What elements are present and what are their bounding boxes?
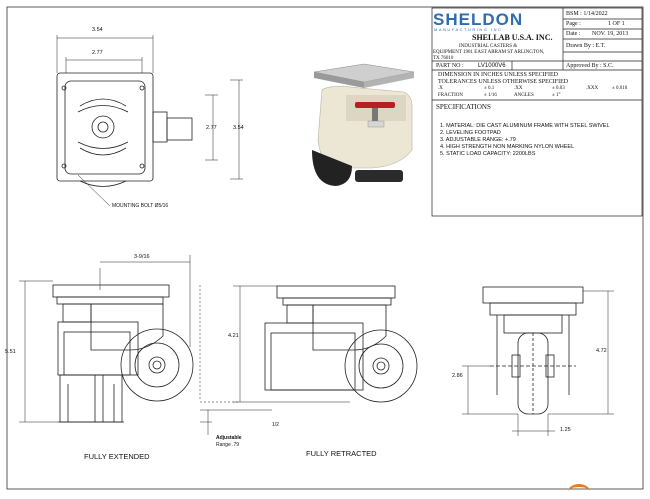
dim-top-hole-span: 2.77 (92, 50, 103, 56)
brand-subtitle: MANUFACTURING INC. (434, 27, 505, 32)
dim-retract-gap: 1/2 (272, 422, 279, 428)
dimension-note: DIMENSION IN INCHES UNLESS SPECIFIED (438, 72, 559, 78)
top-view (56, 35, 193, 187)
company-name: SHELLAB U.S.A. INC. (472, 33, 553, 42)
retracted-view (264, 285, 418, 403)
dim-adjustable-label: Adjustable (216, 435, 242, 441)
tol-x-value: ± 0.1 (484, 86, 495, 91)
part-number: LV1000V6 (478, 63, 506, 69)
dim-side-offset: 3-9/16 (134, 254, 150, 260)
approved-by: Approved By : S.C. (566, 63, 614, 69)
extended-dims (19, 255, 201, 423)
corner-swoosh-icon (568, 484, 590, 499)
tol-xxx-value: ± 0.010 (612, 86, 628, 91)
dim-retracted-height: 4.21 (228, 333, 239, 339)
dim-top-right-height: 3.54 (233, 125, 244, 131)
tol-fraction-label: FRACTION (438, 93, 464, 98)
tol-fraction-value: ± 1/16 (484, 93, 497, 98)
tol-xxx-label: .XXX (586, 86, 599, 91)
extended-view (52, 284, 194, 423)
dim-adjustable-range: Range .79 (216, 442, 240, 448)
dim-top-right-hole: 2.77 (206, 125, 217, 131)
dim-front-axle: 2.86 (452, 373, 463, 379)
page-value: 1 OF 1 (608, 21, 625, 27)
bsm-date: BSM : 1/14/2022 (566, 11, 608, 17)
retracted-dims (200, 285, 350, 435)
dim-front-wheel-width: 1.25 (560, 427, 571, 433)
brand-logo: SHELDON (433, 10, 524, 29)
top-view-dims (57, 37, 243, 207)
date-value: NOV. 19, 2013 (592, 31, 629, 37)
tol-angles-value: ± 1° (552, 93, 561, 98)
spec-item: 2. LEVELING FOOTPAD (440, 130, 501, 136)
tol-xx-value: ± 0.03 (552, 86, 565, 91)
tolerance-note: TOLERANCES UNLESS OTHERWISE SPECIFIED (438, 79, 569, 85)
spec-item: 3. ADJUSTABLE RANGE: +.79 (440, 137, 516, 143)
page-label: Page : (566, 21, 581, 27)
dim-top-width: 3.54 (92, 27, 103, 33)
dim-mounting-bolt: MOUNTING BOLT Ø5/16 (112, 203, 169, 209)
caption-extended: FULLY EXTENDED (84, 452, 150, 461)
title-block (431, 7, 643, 217)
spec-title: SPECIFICATIONS (436, 103, 491, 111)
caption-retracted: FULLY RETRACTED (306, 449, 377, 458)
dim-extended-height: 5.51 (5, 349, 16, 355)
caster-render (312, 63, 415, 186)
spec-item: 5. STATIC LOAD CAPACITY: 2200LBS (440, 151, 536, 157)
spec-item: 1. MATERIAL: DIE CAST ALUMINUM FRAME WIT… (440, 123, 610, 129)
company-address: EQUIPMENT 1901 EAST ARRAM ST ARLINGTON, (433, 50, 545, 55)
sheet-border (6, 6, 644, 490)
tol-x-label: .X (438, 86, 443, 91)
front-view (482, 286, 584, 415)
tol-angles-label: ANGLES (514, 93, 534, 98)
part-no-label: PART NO : (436, 63, 464, 69)
company-line2: INDUSTRIAL CASTERS & (459, 44, 518, 49)
drawn-by: Drawn By : E.T. (566, 43, 606, 49)
date-label: Date : (566, 31, 581, 37)
spec-item: 4. HIGH STRENGTH NON MARKING NYLON WHEEL (440, 144, 575, 150)
dim-front-height: 4.72 (596, 348, 607, 354)
tol-xx-label: .XX (514, 86, 523, 91)
company-zip: TX 76010 (433, 56, 454, 61)
front-view-dims (462, 290, 614, 436)
